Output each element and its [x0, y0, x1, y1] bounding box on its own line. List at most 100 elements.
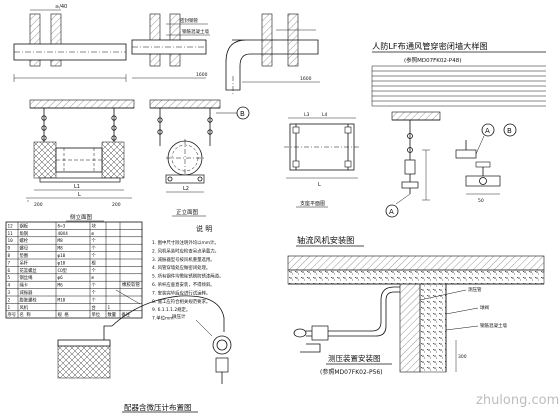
- table-header-cell: 名 称: [20, 311, 32, 318]
- valve-tag: 球阀: [480, 304, 489, 311]
- table-cell: 1: [108, 305, 111, 311]
- hanger-right: [111, 108, 117, 142]
- note-line: 9. 6.1.1.1.2规定。: [152, 306, 190, 313]
- dim-200-b: 200: [112, 202, 121, 208]
- table-cell: 1: [8, 305, 11, 311]
- table-cell: M8: [58, 246, 64, 252]
- table-cell: 2: [8, 297, 11, 303]
- note-line: 1. 图中尺寸除注明外均以mm计。: [152, 239, 219, 246]
- manometer-drawing: 橡胶软管 微压计 配器含微压计布置图: [57, 281, 232, 413]
- dim-L-plan: L: [318, 182, 321, 188]
- table-cell: 10: [8, 238, 14, 244]
- note-line: 7.单位mm: [152, 315, 174, 322]
- gauge-ref: (参照MD07FK02-P56): [320, 368, 383, 376]
- pipe-tag: 密封钢管: [180, 17, 198, 24]
- table-cell: 4: [8, 283, 11, 289]
- table-cell: 5: [8, 275, 11, 281]
- table-cell: 垫圈: [20, 252, 29, 259]
- hose-tag: 橡胶软管: [122, 281, 140, 288]
- plan-view: L3 L4 L 支座平面图: [284, 112, 360, 208]
- table-cell: 个: [92, 238, 97, 244]
- notes-list: 1. 图中尺寸除注明外均以mm计。2. 风机吊装时应检查吊点承载力。 3. 减振器…: [152, 239, 223, 322]
- dim-L4: L4: [322, 112, 328, 118]
- note-line: 2. 风机吊装时应检查吊点承载力。: [152, 247, 219, 254]
- dim-L: L: [78, 192, 81, 198]
- table-cell: M6: [58, 283, 64, 289]
- marker-B: B: [240, 110, 245, 118]
- notes-block: 说 明 1. 图中尺寸除注明外均以mm计。2. 风机吊装时应检查吊点承载力。3.…: [152, 224, 223, 322]
- marker-A-right: A: [485, 127, 490, 135]
- table-cell: 绳卡: [20, 282, 29, 289]
- main-ref: (参照MD07FK02-P48): [404, 56, 461, 64]
- table-cell: 膨胀螺栓: [20, 296, 38, 303]
- table-cell: 12: [8, 223, 14, 229]
- table-cell: 个: [92, 297, 97, 303]
- table-cell: φ6: [58, 275, 64, 281]
- front-view: L2 正立面图 B: [149, 99, 250, 217]
- wall-detail-2: 密封钢管 钢筋混凝土墙 1600: [131, 13, 210, 79]
- wall-tag: 钢筋混凝土墙: [182, 28, 209, 35]
- table-cell: m: [92, 232, 95, 237]
- dim-L2: L2: [183, 186, 189, 192]
- dim-1600-b: 1600: [300, 76, 312, 82]
- table-cell: 风机: [20, 304, 29, 311]
- dim-50: 50: [478, 198, 484, 204]
- table-cell: 个: [92, 253, 97, 259]
- gauge-tag: 微压计: [172, 313, 186, 320]
- note-line: 7. 安装完毕后应进行试运转。: [152, 289, 210, 296]
- title-block: 人防LF布通风管穿密闭墙大样图 (参照MD07FK02-P48): [371, 41, 546, 107]
- dim-200-a: 200: [34, 202, 43, 208]
- table-cell: 螺母: [20, 245, 29, 252]
- meter-title: 配器含微压计布置图: [124, 402, 192, 412]
- table-cell: 根: [92, 259, 97, 266]
- table-cell: φ10: [58, 253, 66, 259]
- caption-front: 正立面图: [176, 208, 199, 216]
- table-cell: CO型: [58, 267, 68, 274]
- table-cell: 花篮螺丝: [20, 267, 38, 274]
- table-cell: 吊杆: [20, 259, 29, 266]
- table-header-cell: 数量: [108, 311, 117, 318]
- table-cell: 个: [92, 246, 97, 252]
- table-cell: 钢丝绳: [20, 274, 34, 281]
- table-cell: 减振器: [20, 289, 34, 296]
- wall-detail-3: 1600: [225, 13, 320, 94]
- table-cell: 个: [92, 268, 97, 274]
- table-cell: 3: [8, 290, 11, 296]
- dim-300: 300: [458, 354, 467, 360]
- dim-1600-a: 1600: [196, 72, 208, 78]
- left-tag: ≥/40: [55, 4, 67, 10]
- table-cell: 角钢: [20, 230, 29, 237]
- table-cell: 钢板: [20, 222, 29, 229]
- gauge-title: 测压装置安装图: [328, 353, 381, 363]
- table-cell: 台: [92, 304, 96, 311]
- table-header-cell: 规 格: [58, 311, 70, 318]
- note-line: 6. 吊杆应垂直安装，不得倾斜。: [152, 281, 215, 288]
- ref-tag: 测压管: [468, 286, 482, 293]
- table-cell: 40X4: [58, 231, 69, 237]
- caption-elevation: 侧立面图: [70, 213, 93, 221]
- note-line: 8. 施工应符合相关规范要求。: [152, 298, 210, 305]
- table-header-cell: 序号: [8, 311, 17, 318]
- table-cell: M8: [58, 238, 64, 244]
- dim-L1: L1: [74, 184, 80, 190]
- table-cell: φ10: [58, 260, 66, 266]
- caption-plan: 支座平面图: [300, 200, 325, 207]
- table-cell: m: [92, 276, 95, 281]
- marker-B-right: B: [507, 127, 512, 135]
- hanger-detail: A A B 50: [385, 111, 517, 218]
- watermark: zhulong.com: [476, 393, 559, 408]
- marker-A-left: A: [389, 208, 394, 216]
- table-cell: 9: [8, 246, 11, 252]
- table-cell: M10: [58, 297, 66, 303]
- note-line: 3. 减振器型号按风机重量选用。: [152, 256, 215, 263]
- table-cell: 6: [8, 268, 11, 274]
- table-cell: 个: [92, 283, 97, 289]
- fan-title: 轴流风机安装图: [297, 235, 354, 245]
- dim-L3: L3: [304, 112, 310, 118]
- table-cell: 块: [92, 222, 97, 229]
- note-line: 5. 所有钢件均需除锈刷防锈漆两道。: [152, 273, 223, 280]
- table-cell: δ=3: [58, 223, 66, 229]
- main-title: 人防LF布通风管穿密闭墙大样图: [372, 41, 488, 51]
